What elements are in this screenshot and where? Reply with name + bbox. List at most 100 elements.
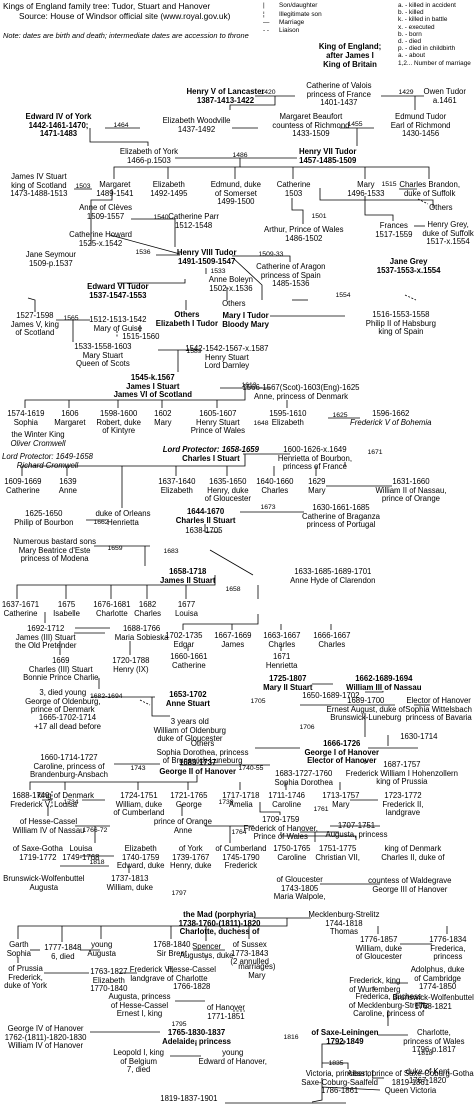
person-text-line: Owen Tudor <box>423 87 466 96</box>
marriage-year-label: 1662 <box>93 519 109 526</box>
person-text-line: Victoria, princess of <box>305 1069 374 1078</box>
person-text-line: Henry, duke <box>170 861 212 871</box>
person-text-line: Christian VII, <box>315 852 360 862</box>
relation-line <box>16 575 216 599</box>
person-node: Frederick VI,landgrave of <box>129 965 175 983</box>
person-text-line: Catherine Parr <box>168 212 219 221</box>
person-text-line: of Somerset <box>214 188 257 198</box>
person-text-line: 1605-1607 <box>199 409 237 418</box>
person-text-line: of Prussia <box>8 964 43 973</box>
person-text-line: James II Stuart <box>160 575 216 585</box>
person-text-line: 1509-p.1537 <box>28 258 73 268</box>
relation-line <box>109 234 181 255</box>
liaison-line <box>404 294 417 301</box>
person-text-line: Augusta, princess <box>108 992 171 1001</box>
person-text-line: Edward, duke <box>116 861 165 871</box>
relation-line <box>321 1086 381 1091</box>
person-text-line: James I Stuart <box>126 381 180 391</box>
person-text-line: William III of Nassau <box>346 682 422 692</box>
person-text-line: 1653-1702 <box>169 690 207 699</box>
person-text-line: of Cumberland <box>215 844 267 853</box>
person-text-line: of Saxe-Leiningen <box>311 1028 379 1037</box>
person-text-line: marriages) <box>238 962 276 971</box>
person-text-line: 1644-1670 <box>186 507 225 516</box>
legend-code: p. - died in childbirth <box>398 45 456 53</box>
person-text-line: Elizabeth <box>152 180 185 189</box>
person-text-line: Charles I Stuart <box>182 453 240 463</box>
person-text-line: Earl of Richmond <box>390 120 451 130</box>
relation-line <box>17 918 288 939</box>
marriage-year-label: 1766-72 <box>82 827 108 834</box>
marriage-year-label: 1673 <box>260 504 276 511</box>
person-text-line: 1687-1757 <box>383 760 421 769</box>
relation-line <box>311 1078 323 1103</box>
person-text-line: Henrietta of Bourbon, <box>277 453 352 463</box>
person-text-line: of Belgium <box>120 1056 158 1066</box>
person-text-line: 1738-1760-(1811)-1820 <box>178 918 261 928</box>
legend-code: a. - killed in accident <box>398 2 456 9</box>
person-text-line: Leopold I, king <box>113 1048 164 1057</box>
person-text-line: Frederick VI, <box>129 965 174 974</box>
person-text-line: 1595-1610 <box>269 409 307 418</box>
marriage-year-label: 1818 <box>89 859 105 866</box>
person-text-line: Anne Boleyn <box>208 275 253 284</box>
person-node: 1630-1714 <box>399 732 438 742</box>
person-text-line: 1702-1735 <box>165 631 203 640</box>
person-node: 1650-1689-1702 <box>301 691 360 701</box>
person-text-line: 1671 <box>272 652 291 661</box>
person-node: Others <box>428 203 453 213</box>
person-text-line: 1512-1513-1542 <box>89 315 147 324</box>
person-text-line: 1750-1765 <box>273 844 311 853</box>
person-text-line: duke of Gloucester <box>157 734 223 744</box>
person-text-line: George III of Hanover <box>372 884 448 894</box>
relation-line <box>291 198 304 224</box>
person-text-line: 1707-1751 <box>337 821 376 830</box>
person-text-line: princess of Modena <box>20 554 89 564</box>
person-text-line: of Kintyre <box>102 426 136 436</box>
person-text-line: Hesse-Cassel <box>167 965 216 974</box>
person-text-line: Elizabeth <box>92 975 125 985</box>
person-text-line: countess of Richmond <box>272 120 350 130</box>
person-text-line: 1717-1718 <box>222 791 260 800</box>
person-text-line: Elector of Hanover <box>406 696 471 705</box>
person-text-line: Sophia Dorothea, princess <box>156 747 249 757</box>
person-text-line: Louisa <box>54 799 78 809</box>
marriage-year-label: 1565 <box>63 315 79 322</box>
person-text-line: 1773-1843 <box>231 948 269 958</box>
marriage-year-label: 1501 <box>311 213 327 220</box>
person-text-line: Sophia Dorothea <box>274 777 333 787</box>
person-text-line: 1737-1813 <box>111 874 149 883</box>
person-text-line: of Hanover <box>206 1003 245 1012</box>
marriage-year-label: 1455 <box>347 121 363 128</box>
person-text-line: 1533-1558-1603 <box>74 342 132 351</box>
person-text-line: Henry Stuart <box>195 417 240 427</box>
person-text-line: Elizabeth <box>124 844 157 853</box>
relation-line <box>280 832 357 840</box>
person-text-line: 1777-1848 <box>44 943 82 952</box>
legend-code: b. - killed <box>398 9 424 17</box>
person-text-line: 1682 <box>138 600 157 609</box>
marriage-year-label: 1818 <box>417 1050 433 1057</box>
person-text-line: 1496-1533 <box>347 188 385 198</box>
person-text-line: young <box>91 940 113 949</box>
person-text-line: princess of Spain <box>260 270 321 280</box>
